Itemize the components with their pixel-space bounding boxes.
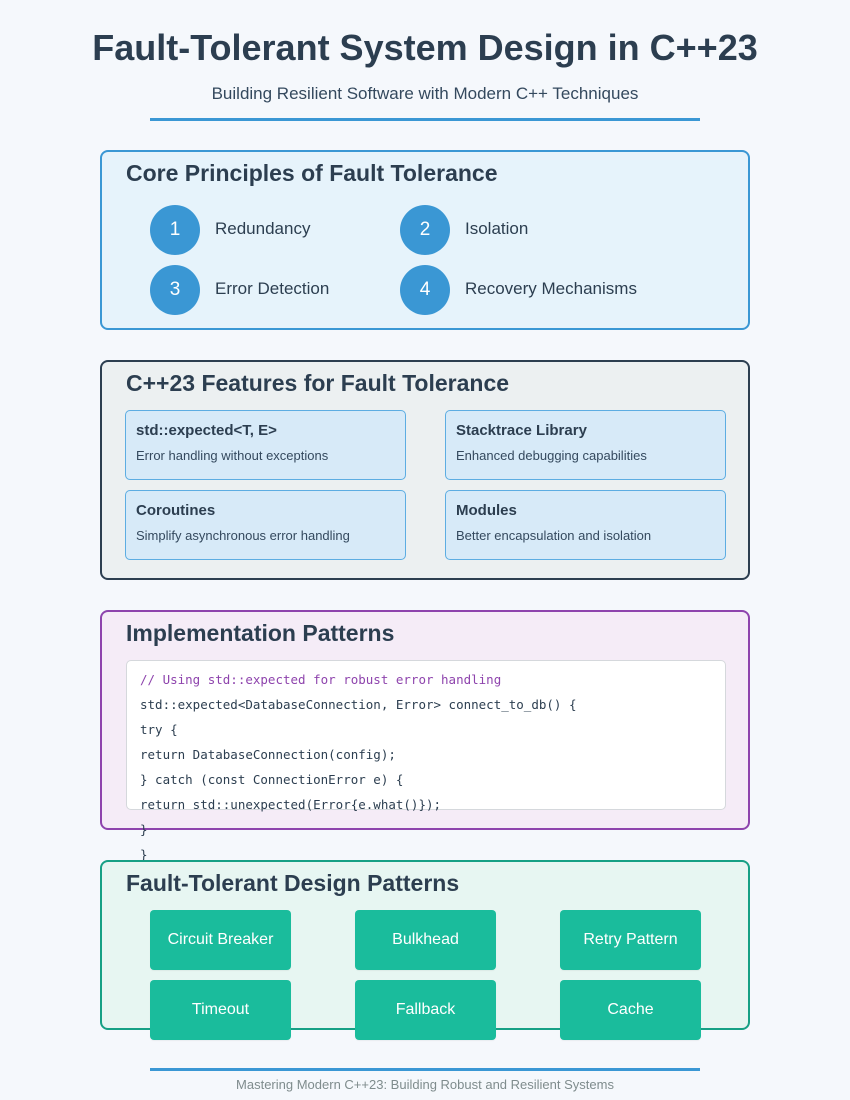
code-block — [126, 660, 726, 810]
principle-label: Error Detection — [215, 279, 330, 298]
header-divider — [150, 118, 700, 121]
footer-text: Mastering Modern C++23: Building Robust … — [236, 1077, 614, 1092]
principle-label: Redundancy — [215, 219, 311, 238]
pattern-circuit-breaker[interactable]: Circuit Breaker — [150, 910, 291, 970]
principle-number-badge: 2 — [400, 205, 450, 255]
code-line: return std::unexpected(Error{e.what()}); — [140, 797, 442, 812]
feature-card-expected: std::expected<T, E> Error handling witho… — [125, 410, 406, 480]
feature-description: Enhanced debugging capabilities — [456, 448, 647, 463]
implementation-patterns-panel: Implementation Patterns — [100, 610, 750, 830]
page-title: Fault-Tolerant System Design in C++23 — [92, 27, 758, 68]
principle-number-badge: 4 — [400, 265, 450, 315]
page-subtitle: Building Resilient Software with Modern … — [211, 84, 639, 103]
feature-description: Error handling without exceptions — [136, 448, 329, 463]
feature-name: Modules — [456, 502, 517, 519]
code-line: } catch (const ConnectionError e) { — [140, 772, 404, 787]
code-line: } — [140, 847, 148, 862]
code-line: std::expected<DatabaseConnection, Error>… — [140, 697, 577, 712]
feature-card-stacktrace: Stacktrace Library Enhanced debugging ca… — [445, 410, 726, 480]
principle-label: Recovery Mechanisms — [465, 279, 637, 298]
core-principles-title: Core Principles of Fault Tolerance — [126, 160, 498, 186]
code-line: try { — [140, 722, 178, 737]
pattern-bulkhead[interactable]: Bulkhead — [355, 910, 496, 970]
pattern-cache[interactable]: Cache — [560, 980, 701, 1040]
principle-label: Isolation — [465, 219, 529, 238]
feature-description: Simplify asynchronous error handling — [136, 528, 350, 543]
feature-description: Better encapsulation and isolation — [456, 528, 652, 543]
pattern-fallback[interactable]: Fallback — [355, 980, 496, 1040]
pattern-timeout[interactable]: Timeout — [150, 980, 291, 1040]
principle-number-badge: 3 — [150, 265, 200, 315]
principle-number-badge: 1 — [150, 205, 200, 255]
cpp23-features-title: C++23 Features for Fault Tolerance — [126, 370, 510, 396]
cpp23-features-panel: C++23 Features for Fault Tolerance std::… — [100, 360, 750, 580]
feature-card-coroutines: Coroutines Simplify asynchronous error h… — [125, 490, 406, 560]
code-line: } — [140, 822, 148, 837]
feature-name: Stacktrace Library — [456, 422, 587, 439]
code-line: return DatabaseConnection(config); — [140, 747, 396, 762]
footer-divider — [150, 1068, 700, 1071]
code-comment-line: // Using std::expected for robust error … — [140, 672, 502, 687]
feature-card-modules: Modules Better encapsulation and isolati… — [445, 490, 726, 560]
implementation-patterns-title: Implementation Patterns — [126, 620, 395, 646]
feature-name: Coroutines — [136, 502, 216, 519]
feature-name: std::expected<T, E> — [136, 422, 277, 439]
pattern-retry[interactable]: Retry Pattern — [560, 910, 701, 970]
design-patterns-title: Fault-Tolerant Design Patterns — [126, 870, 460, 896]
core-principles-panel: Core Principles of Fault Tolerance 1 Red… — [100, 150, 750, 330]
